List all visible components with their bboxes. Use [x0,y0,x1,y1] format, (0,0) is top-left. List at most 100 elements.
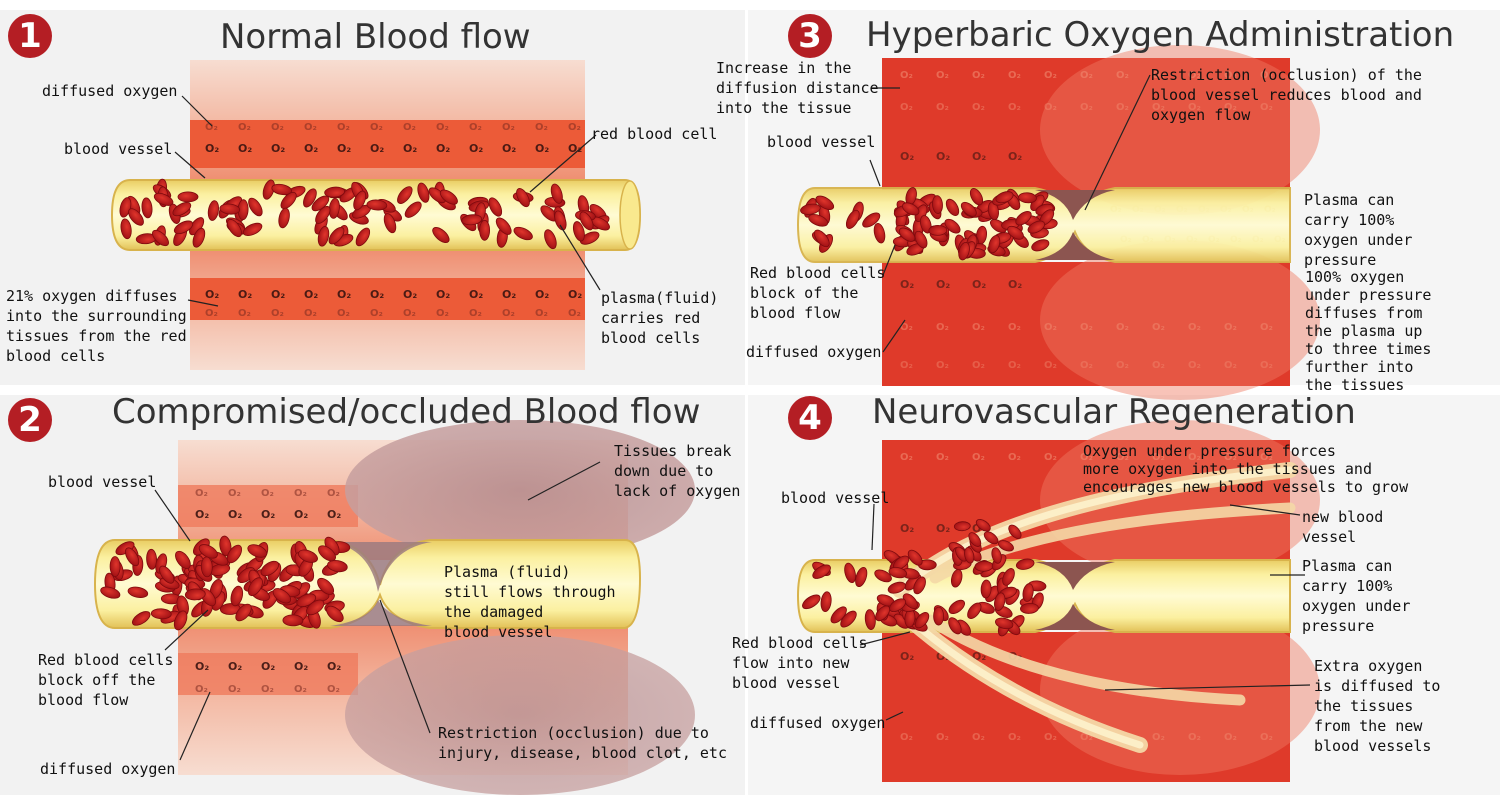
panel-3-label-restriction: Restriction (occlusion) of the blood ves… [1151,66,1422,124]
red-blood-cell [964,547,975,564]
red-blood-cell [914,612,930,629]
red-blood-cell [944,218,961,234]
red-blood-cell [230,585,244,607]
red-blood-cell [960,201,977,217]
oxygen-molecule: O₂ [1152,452,1165,463]
oxygen-molecule: O₂ [900,452,913,463]
red-blood-cell [1018,192,1037,204]
oxygen-molecule: O₂ [337,122,350,133]
oxygen-molecule: O₂ [1188,102,1201,113]
oxygen-molecule: O₂ [1116,360,1129,371]
red-blood-cell [383,213,397,234]
red-blood-cell [1002,568,1015,586]
red-blood-cell [219,535,232,557]
red-blood-cell [873,222,886,244]
red-blood-cell [914,230,928,249]
oxygen-molecule: O₂ [304,308,317,319]
panel-4-title: Neurovascular Regeneration [872,392,1356,432]
red-blood-cell [813,229,830,248]
red-blood-cell [280,191,297,210]
red-blood-cell [175,550,191,569]
oxygen-molecule: O₂ [1116,322,1129,333]
oxygen-molecule: O₂ [1260,70,1273,81]
panel-2-label-tissues-break: Tissues break down due to lack of oxygen [614,442,741,500]
red-blood-cell [967,602,982,619]
red-blood-cell [862,212,881,228]
red-blood-cell [902,202,920,216]
red-blood-cell [242,222,263,236]
oxygen-molecule: O₂ [972,322,985,333]
red-blood-cell [516,188,530,208]
oxygen-molecule: O₂ [936,522,950,535]
oxygen-molecule: O₂ [327,660,341,673]
oxygen-molecule: O₂ [1008,360,1021,371]
oxygen-molecule: O₂ [370,308,383,319]
oxygen-molecule: O₂ [900,360,913,371]
oxygen-molecule: O₂ [972,102,985,113]
oxygen-molecule: O₂ [972,732,985,743]
red-blood-cell [235,603,252,622]
red-blood-cell [417,182,430,203]
oxygen-molecule: O₂ [936,360,949,371]
red-blood-cell [192,227,206,248]
red-blood-cell [1020,602,1039,614]
red-blood-cell [969,188,984,206]
red-blood-cell [152,229,169,247]
red-blood-cell [991,547,1002,564]
red-blood-cell [141,197,153,219]
red-blood-cell [948,599,965,615]
red-blood-cell [855,566,868,588]
panel-4-occlusion-bottom [1035,604,1115,630]
red-blood-cell [932,195,943,214]
red-blood-cell [800,203,821,215]
panel-2-number-badge: 2 [8,398,52,442]
red-blood-cell [983,531,999,545]
red-blood-cell [366,199,388,211]
oxygen-molecule: O₂ [535,288,549,301]
red-blood-cell [988,235,1001,254]
red-blood-cell [898,227,916,242]
oxygen-molecule: O₂ [900,522,914,535]
panel-4-label-rbc-flow: Red blood cells flow into new blood vess… [732,634,868,692]
oxygen-molecule: O₂ [469,288,483,301]
red-blood-cell [1031,239,1050,252]
oxygen-molecule: O₂ [271,122,284,133]
panel-3-tissue-top [882,58,1290,190]
oxygen-molecule: O₂ [271,288,285,301]
oxygen-molecule: O₂ [195,508,209,521]
oxygen-molecule: O₂ [535,142,549,155]
oxygen-molecule: O₂ [936,150,950,163]
oxygen-molecule: O₂ [271,142,285,155]
panel-4-red-blood-cells [802,519,1047,637]
red-blood-cell [579,211,594,231]
red-blood-cell [802,594,821,610]
oxygen-molecule: O₂ [436,308,449,319]
panel-1-label-tissue-diffusion: 21% oxygen diffuses into the surrounding… [6,287,187,365]
red-blood-cell [173,610,188,631]
oxygen-molecule: O₂ [900,322,913,333]
red-blood-cell [172,201,192,217]
oxygen-molecule: O₂ [502,142,516,155]
red-blood-cell [887,581,906,594]
oxygen-molecule: O₂ [1044,102,1057,113]
oxygen-molecule: O₂ [238,122,251,133]
red-blood-cell [198,544,218,559]
panel-4-new-vessel-lower-2 [924,614,1246,706]
red-blood-cell [928,224,948,236]
red-blood-cell [298,549,318,563]
oxygen-molecule: O₂ [972,360,985,371]
oxygen-molecule: O₂ [403,288,417,301]
red-blood-cell [808,214,829,227]
oxygen-molecule: O₂ [469,142,483,155]
red-blood-cell [439,189,458,205]
oxygen-molecule: O₂ [294,488,307,499]
oxygen-molecule: O₂ [1188,322,1201,333]
panel-2-occlusion-top [330,542,432,592]
red-blood-cell [328,226,345,245]
oxygen-molecule: O₂ [1224,732,1237,743]
